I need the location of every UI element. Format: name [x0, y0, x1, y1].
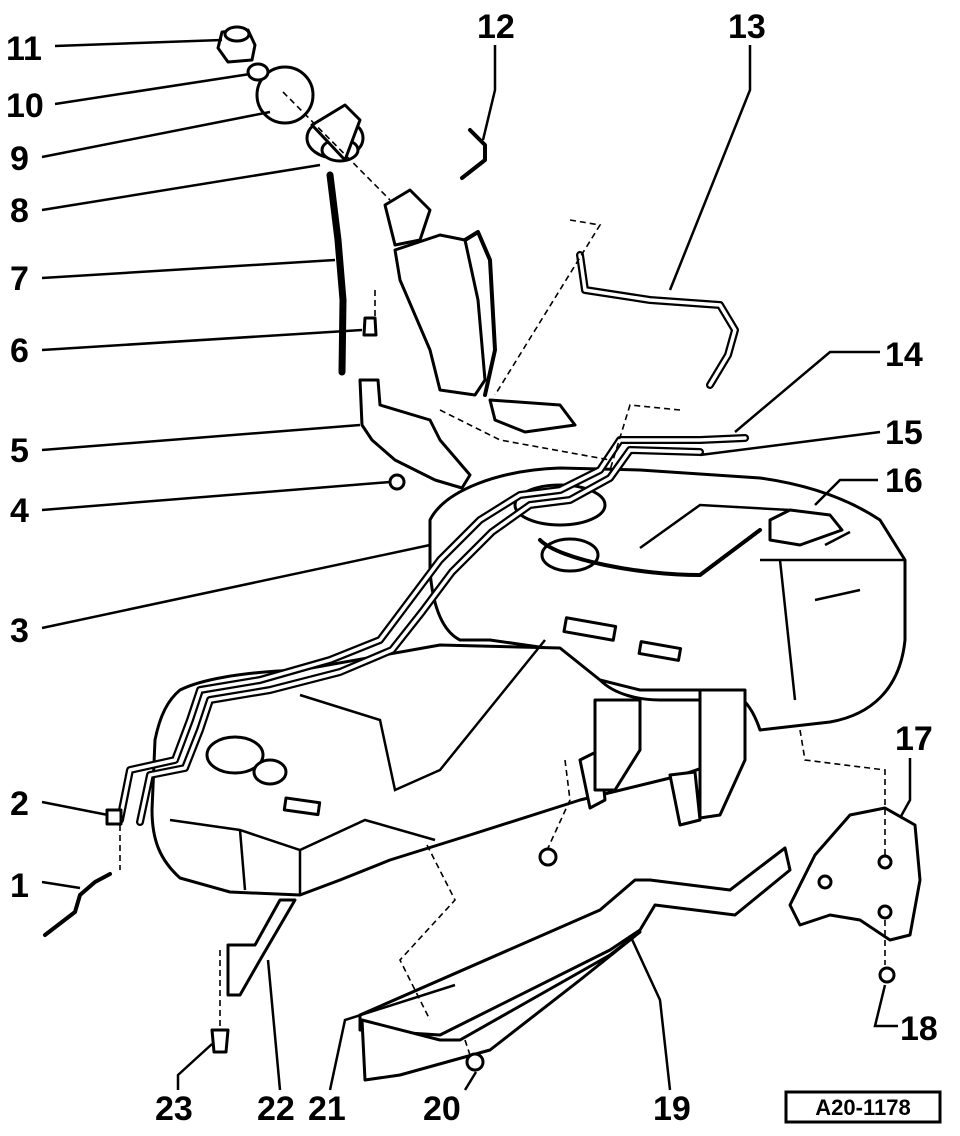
- callout-15: 15: [885, 414, 923, 452]
- vent-hose-7: [326, 171, 347, 376]
- bracket-22: [226, 898, 297, 997]
- callout-23: 23: [155, 1090, 193, 1128]
- heat-shield-5: [358, 378, 472, 490]
- filler-neck-assembly: [383, 188, 577, 434]
- callout-1: 1: [10, 867, 29, 905]
- callout-10: 10: [6, 87, 44, 125]
- callout-18: 18: [900, 1010, 938, 1048]
- callout-22: 22: [257, 1090, 295, 1128]
- heat-shield-17: [788, 806, 922, 942]
- callout-13: 13: [728, 8, 766, 46]
- assembly-dash-lines: [119, 91, 886, 1056]
- callout-11: 11: [6, 30, 42, 68]
- callout-labels: 1 2 3 4 5 6 7 8 9 10 11 12 13 14 15 16 1…: [6, 8, 938, 1128]
- sensor-wire-12: [460, 128, 487, 180]
- nut-18: [878, 966, 896, 984]
- callout-3: 3: [10, 612, 29, 650]
- callout-19: 19: [653, 1090, 691, 1128]
- nut-20: [465, 1052, 485, 1072]
- callout-7: 7: [10, 260, 29, 298]
- callout-5: 5: [10, 432, 29, 470]
- shield-21: [360, 930, 642, 1082]
- fuel-cap-11: [216, 25, 257, 64]
- strap-19: [358, 846, 792, 1037]
- callout-12: 12: [477, 8, 515, 46]
- callout-17: 17: [895, 720, 933, 758]
- seal-ring-10: [246, 62, 270, 82]
- screw-6: [362, 316, 378, 337]
- callout-20: 20: [423, 1090, 461, 1128]
- bracket-16: [768, 508, 844, 547]
- callout-2: 2: [10, 785, 29, 823]
- connector-2: [105, 808, 123, 826]
- callout-4: 4: [10, 492, 29, 530]
- reference-code: A20-1178: [815, 1095, 910, 1120]
- filler-cup-8: [305, 103, 365, 163]
- nut-4: [388, 473, 406, 491]
- sensor-1: [43, 872, 112, 937]
- reference-code-box: A20-1178: [784, 1090, 942, 1124]
- bolt-23: [210, 1028, 230, 1054]
- callout-9: 9: [10, 140, 29, 178]
- callout-8: 8: [10, 192, 29, 230]
- callout-14: 14: [885, 336, 923, 374]
- callout-21: 21: [308, 1090, 346, 1128]
- leader-lines: [41, 38, 912, 1091]
- hose-13: [576, 251, 739, 389]
- callout-6: 6: [10, 332, 29, 370]
- callout-16: 16: [885, 462, 923, 500]
